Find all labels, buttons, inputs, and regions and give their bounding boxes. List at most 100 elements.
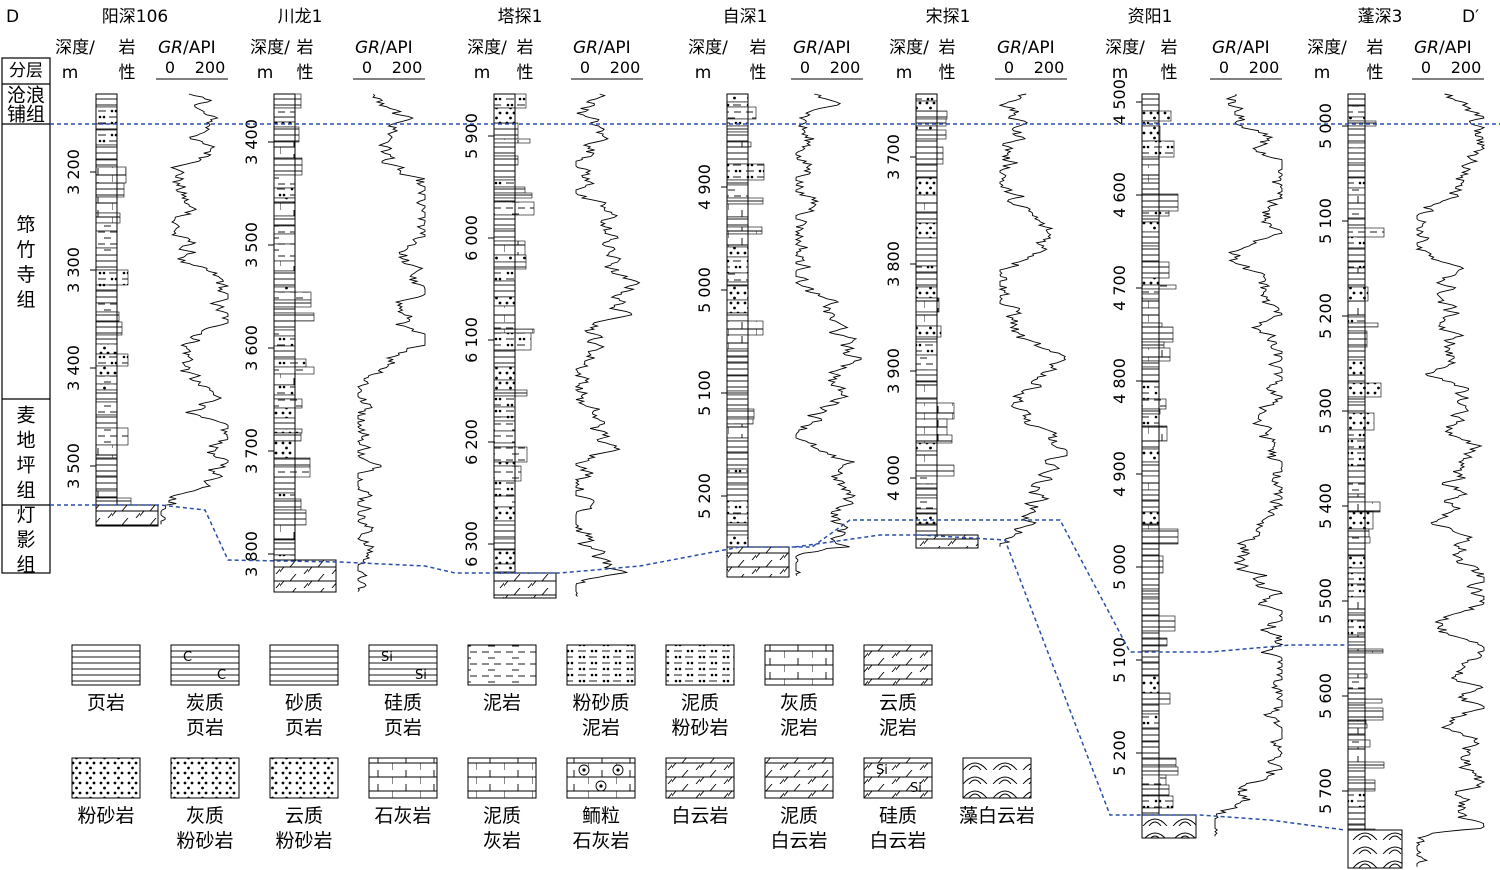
lithology-bed (915, 222, 938, 239)
gr-scale-min: 0 (580, 58, 590, 77)
legend-item-dolomite: 白云岩 (665, 757, 735, 827)
gr-scale-max: 200 (610, 58, 641, 77)
lithology-bed (726, 146, 749, 165)
lithology-bed (726, 281, 749, 287)
gr-log-curve (1415, 93, 1486, 867)
lithology-bed (726, 451, 749, 470)
header-lithology-bottom: 性 (297, 63, 314, 83)
lithology-bed (273, 233, 296, 245)
lithology-bed (493, 192, 533, 199)
gr-scale-min: 0 (800, 58, 810, 77)
header-gr-unit: /API (1022, 38, 1055, 58)
strata-unit-label: 竹 (16, 239, 35, 261)
lithology-bed (1347, 465, 1366, 484)
depth-tick-label: 5 000 (695, 267, 714, 313)
header-gr-unit: /API (598, 38, 631, 58)
lithology-bed (915, 434, 953, 444)
header-gr-unit: /API (183, 38, 216, 58)
gr-scale-max: 200 (1249, 58, 1280, 77)
well-name: 宋探1 (926, 7, 971, 27)
depth-tick-label: 6 100 (462, 317, 481, 363)
lithology-bed (1347, 619, 1366, 636)
lithology-bed (95, 159, 118, 168)
lithology-bed (726, 355, 749, 363)
lithology-bed (273, 107, 296, 118)
lithology-bed (273, 312, 315, 322)
lithology-bed (273, 476, 296, 494)
gr-scale-min: 0 (362, 58, 372, 77)
lithology-bed (493, 268, 516, 282)
lithology-bed (1347, 227, 1385, 238)
lithology-bed (726, 534, 749, 548)
gr-log-curve (574, 93, 641, 597)
header-gr-var: GR (355, 38, 380, 58)
lithology-bed (1347, 93, 1366, 107)
lithology-bed (726, 522, 749, 536)
lithology-bed (493, 549, 516, 565)
lithology-bed (1141, 277, 1160, 286)
depth-tick-label: 5 100 (1316, 198, 1335, 244)
lithology-bed (273, 373, 296, 386)
lithology-bed (273, 407, 296, 419)
lithology-bed (1347, 438, 1366, 450)
lithology-bed (1347, 359, 1366, 376)
legend-label: 白云岩 (770, 830, 827, 852)
lithology-bed (1141, 645, 1160, 663)
lithology-bed (1141, 125, 1161, 142)
lithology-bed (1141, 381, 1160, 400)
legend-swatch (863, 757, 933, 799)
strata-unit-label: 筇 (16, 214, 35, 236)
legend-label: 泥质 (681, 692, 719, 714)
legend-mark: Si (910, 781, 922, 796)
lithology-bed (1347, 208, 1366, 219)
well-name: 蓬深3 (1358, 7, 1403, 27)
lithology-bed (1347, 688, 1366, 700)
depth-tick-label: 5 700 (1316, 768, 1335, 814)
legend-item-limestone: 石灰岩 (368, 757, 438, 827)
lithology-bed (726, 101, 749, 108)
oolite-core (599, 784, 603, 788)
lithology-bed (95, 182, 125, 198)
lithology-bed (726, 233, 749, 248)
strata-unit-label: 影 (16, 529, 35, 551)
lithology-bed (1347, 723, 1368, 729)
lithology-bed (493, 179, 516, 188)
lithology-bed (273, 286, 296, 293)
lithology-bed (95, 457, 118, 472)
header-depth: 深度/ (889, 38, 929, 58)
lithology-dolomite-base (493, 572, 557, 599)
lithology-bed (1347, 267, 1366, 280)
legend-swatch (269, 644, 339, 686)
depth-tick-label: 3 700 (242, 428, 261, 474)
header-depth-unit: m (62, 63, 79, 83)
gr-scale-max: 200 (1451, 58, 1482, 77)
legend-label: 泥岩 (582, 717, 620, 739)
legend-label: 白云岩 (671, 805, 728, 827)
lithology-bed (273, 260, 296, 272)
strata-unit-label: 灯 (16, 504, 35, 526)
lithology-bed (915, 523, 938, 536)
lithology-bed (1347, 596, 1366, 614)
lithology-bed (493, 420, 516, 432)
depth-tick-label: 5 200 (1316, 293, 1335, 339)
lithology-bed (1141, 774, 1167, 786)
lithology-bed (1141, 741, 1160, 759)
lithology-bed (915, 450, 938, 466)
lithology-bed (1347, 326, 1366, 332)
lithology-bed (915, 369, 938, 383)
lithology-bed (915, 513, 938, 525)
lithology-bed (95, 497, 132, 506)
well-name: 塔探1 (498, 7, 543, 27)
depth-tick-label: 4 000 (884, 455, 903, 501)
lithology-bed (915, 311, 938, 327)
strata-unit-label: 组 (16, 480, 35, 502)
lithology-bed (1347, 261, 1366, 269)
legend-label: 藻白云岩 (959, 805, 1035, 827)
depth-tick-label: 3 900 (884, 348, 903, 394)
legend-swatch (467, 757, 537, 799)
lithology-bed (273, 270, 296, 288)
